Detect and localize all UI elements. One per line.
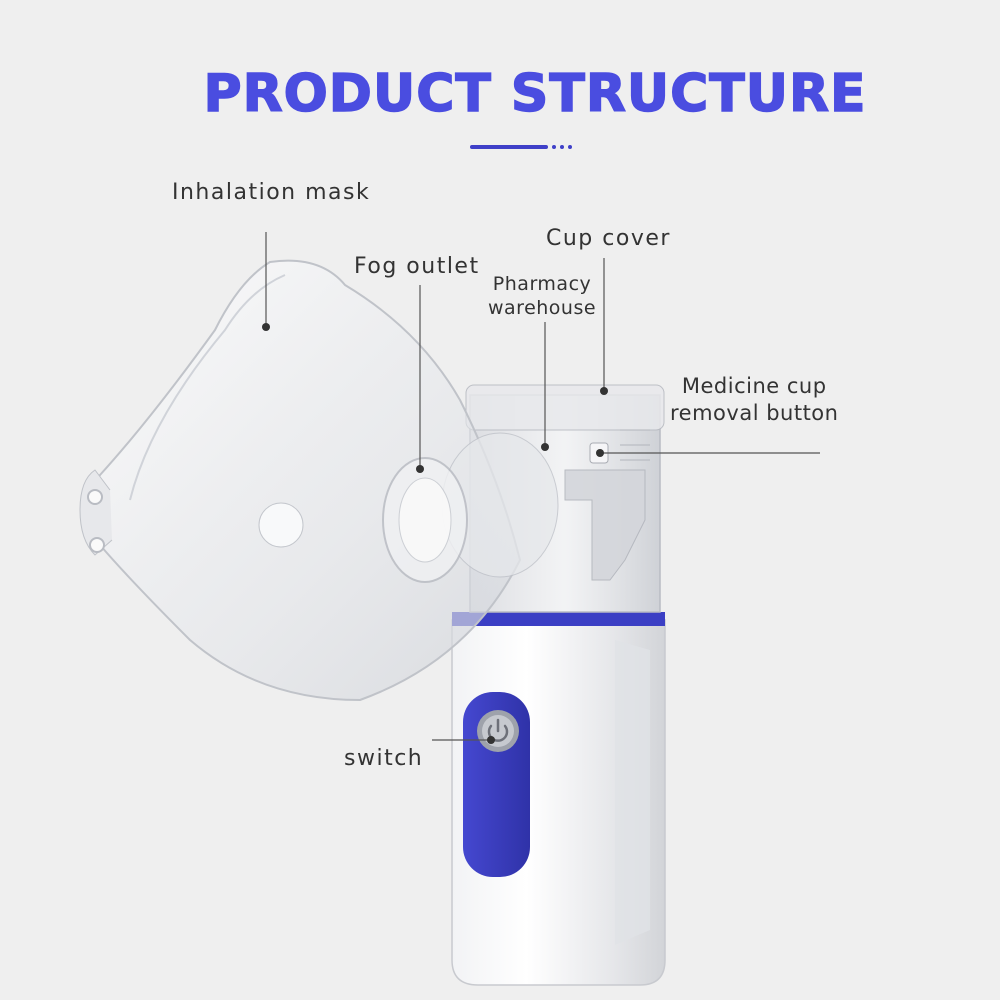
page-title: PRODUCT STRUCTURE xyxy=(203,63,867,125)
label-pharmacy-warehouse-line1: Pharmacy xyxy=(492,273,592,295)
underline-dot xyxy=(552,145,556,149)
label-pharmacy-warehouse-line2: warehouse xyxy=(488,297,597,319)
label-fog-outlet: Fog outlet xyxy=(354,254,480,279)
leader-lines xyxy=(262,232,820,744)
title-underline xyxy=(470,145,572,149)
label-inhalation-mask: Inhalation mask xyxy=(172,180,371,205)
underline-dot xyxy=(568,145,572,149)
underline-bar xyxy=(470,145,548,149)
inhalation-mask xyxy=(79,259,522,702)
power-switch xyxy=(477,710,519,752)
label-pharmacy-warehouse: Pharmacy warehouse xyxy=(488,272,596,320)
label-medicine-cup-line2: removal button xyxy=(670,401,839,425)
label-switch: switch xyxy=(344,746,424,771)
label-medicine-cup-line1: Medicine cup xyxy=(681,374,827,398)
label-medicine-cup-removal-button: Medicine cup removal button xyxy=(670,373,838,427)
fog-outlet xyxy=(382,432,559,583)
underline-dot xyxy=(560,145,564,149)
label-cup-cover: Cup cover xyxy=(546,226,671,251)
